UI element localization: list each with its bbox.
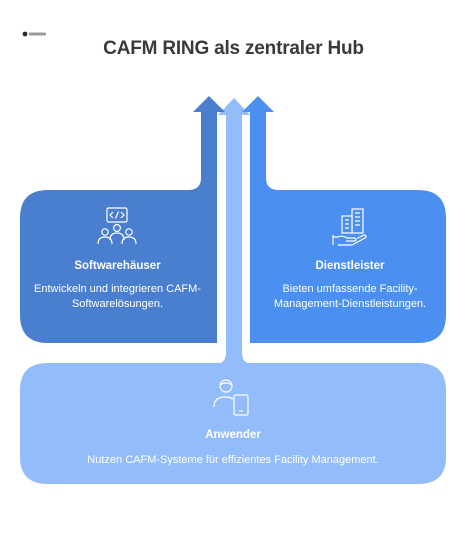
anwender-description: Nutzen CAFM-Systeme für effizientes Faci… xyxy=(87,454,379,466)
softwarehaeuser-description: Entwickeln und integrieren CAFM-Software… xyxy=(34,283,201,310)
dienstleister-box xyxy=(242,96,446,343)
user-tablet-icon xyxy=(213,379,249,416)
anwender-box xyxy=(20,98,446,484)
developers-icon xyxy=(97,207,137,245)
softwarehaeuser-box xyxy=(20,96,225,343)
dienstleister-description: Bieten umfassende Facility-Management-Di… xyxy=(273,283,427,310)
softwarehaeuser-title: Softwarehäuser xyxy=(74,260,161,272)
page-title: CAFM RING als zentraler Hub xyxy=(103,38,364,59)
anwender-title: Anwender xyxy=(205,429,261,441)
company-logo xyxy=(22,31,46,37)
dienstleister-title: Dienstleister xyxy=(315,260,385,272)
building-hand-icon xyxy=(332,208,367,246)
